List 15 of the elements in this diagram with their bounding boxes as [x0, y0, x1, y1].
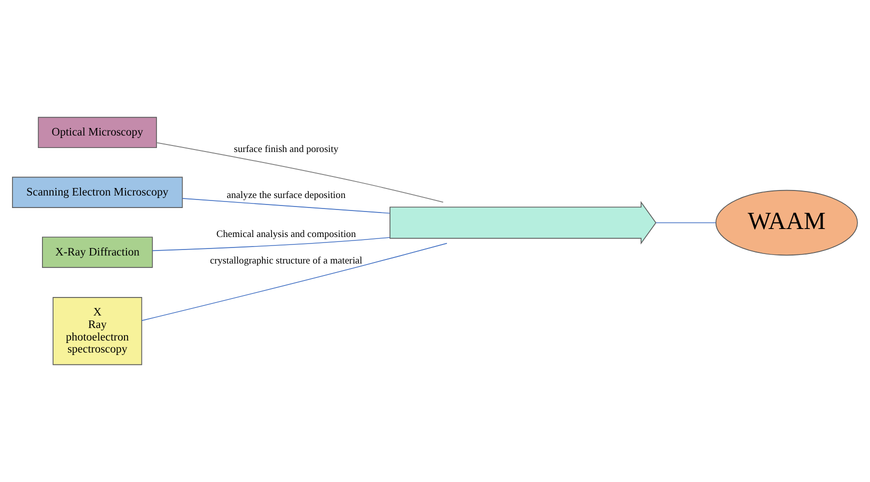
connector [152, 237, 390, 252]
node-box: X Ray photoelectron spectroscopy [52, 297, 142, 366]
node-box: Optical Microscopy [38, 116, 157, 148]
edge-label: Chemical analysis and composition [216, 229, 356, 240]
node-box: X-Ray Diffraction [42, 236, 153, 268]
node-arrow [390, 200, 656, 245]
connector [656, 222, 716, 224]
connector [141, 242, 448, 321]
connector [156, 142, 444, 203]
node-box: Scanning Electron Microscopy [12, 176, 183, 208]
edge-label: crystallographic structure of a material [210, 255, 362, 266]
edge-label: analyze the surface deposition [226, 190, 346, 201]
edge-label: surface finish and porosity [234, 144, 338, 155]
connector [182, 198, 390, 214]
node-ellipse: WAAM [715, 190, 858, 256]
